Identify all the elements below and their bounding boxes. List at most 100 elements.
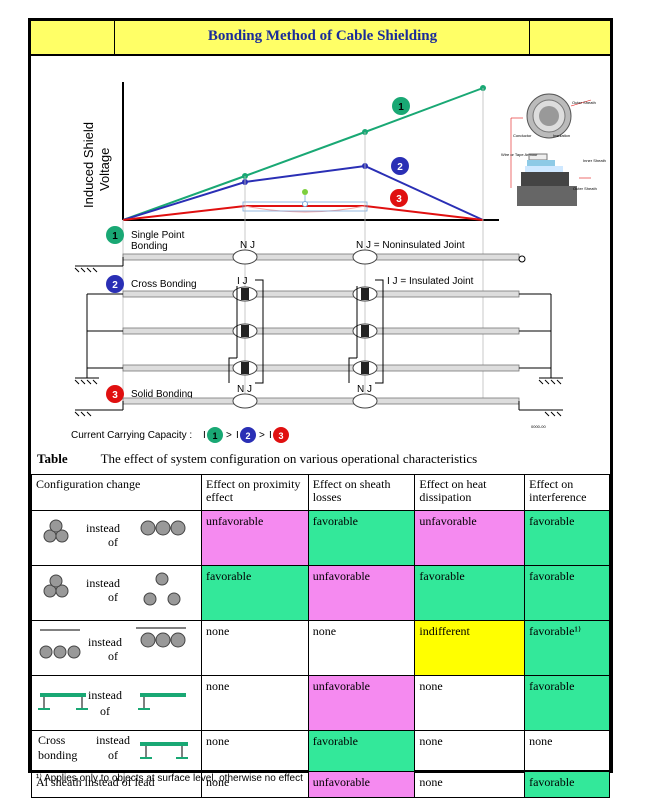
- of-text: of: [100, 704, 110, 718]
- badge-curve-1-text: 1: [398, 102, 404, 113]
- title-cell-center: [115, 21, 530, 54]
- ground-hatch: [74, 267, 98, 273]
- of-text: of: [108, 535, 118, 549]
- badge-curve-3-text: 3: [396, 194, 402, 205]
- legend-badge-1-text: 1: [112, 231, 118, 242]
- table-row: instead of favorable unfavorable favorab…: [31, 565, 610, 621]
- capacity-badge-2-text: 2: [245, 431, 250, 441]
- capacity-gt-2: >: [259, 430, 265, 441]
- legend-solid: Solid Bonding: [131, 389, 193, 400]
- cable-layer-dark: [521, 172, 569, 186]
- capacity-i-1: I: [203, 430, 206, 441]
- config-trefoil-vs-spaced: instead of: [31, 565, 202, 621]
- cell-interference: favorable: [524, 675, 610, 731]
- badge-curve-3: [390, 189, 408, 207]
- of-text: of: [108, 590, 118, 604]
- legend-badge-2-text: 2: [112, 280, 118, 291]
- joint-nj: [352, 393, 378, 409]
- ground-hatch: [74, 379, 98, 385]
- config-illustration: instead of: [38, 688, 186, 718]
- header-sheath: Effect on sheath losses: [307, 474, 416, 511]
- selection-handle: [302, 201, 308, 207]
- cross-bonding-cables: [74, 279, 563, 385]
- table-caption: Table The effect of system configuration…: [37, 451, 477, 467]
- inset-label-inner-sheath: Inner Sheath: [583, 158, 606, 163]
- config-cross-bonding: Cross instead bonding of: [31, 730, 202, 772]
- nj-label-solid-1: N J: [237, 384, 252, 395]
- legend-badge-3: [106, 385, 124, 403]
- header-config: Configuration change: [31, 474, 202, 511]
- table-row: instead of unfavorable favorable unfavor…: [31, 510, 610, 566]
- instead-text: instead: [88, 635, 122, 649]
- ij-insulator: [241, 362, 249, 374]
- cable-inset: Outer Sheath Conductor Insulation Wire o…: [501, 93, 606, 206]
- inset-label-insulation: Insulation: [553, 133, 570, 138]
- cross-text: Cross: [38, 734, 66, 747]
- inset-label-wire-tape: Wire or Tape Armour: [501, 152, 538, 157]
- cable-layer-light: [525, 166, 563, 172]
- ij-insulator: [361, 362, 369, 374]
- instead-text: instead: [86, 521, 120, 535]
- y-axis-label-2: Voltage: [97, 148, 112, 191]
- page-title: Bonding Method of Cable Shielding: [207, 28, 438, 44]
- cell-interference: favorable: [524, 510, 610, 566]
- config-trefoil-vs-flat: instead of: [31, 510, 202, 566]
- cell-sheath: favorable: [307, 730, 416, 772]
- joint-nj: [352, 249, 378, 265]
- config-illustration: instead of: [39, 627, 186, 663]
- joint-nj: [232, 393, 258, 409]
- table-header-row: Configuration change Effect on proximity…: [31, 474, 610, 511]
- legend-badge-2: [106, 275, 124, 293]
- header-interference: Effect on interference: [524, 474, 610, 511]
- inset-label-outer-sheath-2: Outer Sheath: [573, 186, 597, 191]
- inset-label-outer-sheath: Outer Sheath: [572, 100, 596, 105]
- bonding-text: bonding: [38, 748, 77, 762]
- table-row: instead of none none indifferent favorab…: [31, 620, 610, 676]
- cell-heat: none: [414, 730, 526, 772]
- cell-interference: favorable: [524, 771, 610, 798]
- capacity-i-3: I: [269, 430, 272, 441]
- legend-badge-3-text: 3: [112, 390, 118, 401]
- config-illustration: instead of: [43, 572, 181, 606]
- cable-conductor: [539, 106, 559, 126]
- cell-sheath: none: [307, 620, 416, 676]
- table-caption-text: The effect of system configuration on va…: [100, 451, 478, 466]
- curve-single-point: [122, 87, 484, 221]
- table-row: instead of none unfavorable none favorab…: [31, 675, 610, 731]
- instead-text: instead: [88, 688, 122, 702]
- capacity-badge-2: [240, 427, 256, 443]
- cable-phase-c: [122, 364, 520, 372]
- title-bar: Bonding Method of Cable Shielding: [31, 21, 610, 56]
- curve-solid-bonding: [122, 205, 484, 221]
- slide-frame: Bonding Method of Cable Shielding Induce…: [28, 18, 613, 798]
- table-row: Cross instead bonding of none favorable …: [31, 730, 610, 772]
- ground-hatch: [544, 411, 562, 417]
- instead-text: instead: [86, 576, 120, 590]
- capacity-gt-1: >: [226, 430, 232, 441]
- header-heat: Effect on heat dissipation: [414, 474, 526, 511]
- of-text: of: [108, 748, 118, 762]
- curve-3-selection: [244, 205, 366, 213]
- cable-single-point: [122, 253, 520, 261]
- cell-proximity: favorable: [200, 565, 309, 621]
- legend-badge-1: [106, 226, 124, 244]
- table-label: Table: [37, 451, 68, 466]
- nj-label-solid-2: N J: [357, 384, 372, 395]
- ij-insulator: [241, 288, 249, 300]
- title-cell-left: [31, 21, 115, 54]
- y-axis-label-1: Induced Shield: [81, 122, 96, 208]
- badge-curve-1: [392, 97, 410, 115]
- cell-proximity: none: [200, 730, 309, 772]
- nj-def: N J = Noninsulated Joint: [356, 240, 465, 251]
- cell-sheath: unfavorable: [307, 565, 416, 621]
- badge-curve-2: [391, 157, 409, 175]
- ground-hatch: [74, 411, 92, 417]
- config-illustration: instead of: [43, 519, 186, 549]
- cross-link-2: [348, 279, 384, 384]
- cell-heat: none: [414, 771, 526, 798]
- legend-single-point-1: Single Point: [131, 230, 185, 241]
- legend-single-point-2: Bonding: [131, 241, 168, 252]
- inset-leader: [570, 99, 592, 107]
- nj-label: N J: [240, 240, 255, 251]
- capacity-label: Current Carrying Capacity :: [71, 430, 192, 441]
